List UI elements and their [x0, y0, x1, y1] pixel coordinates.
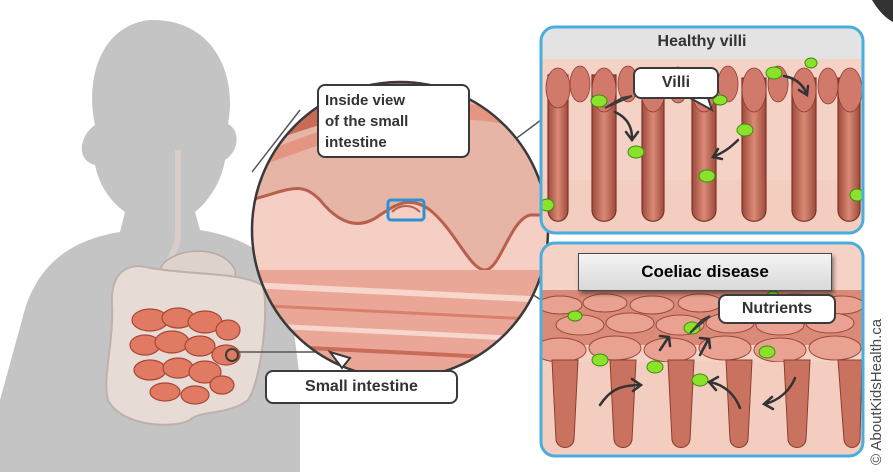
inside-view-callout: Inside view of the small intestine [317, 84, 470, 158]
nutrients-label: Nutrients [742, 300, 812, 318]
inside-view-line-3: intestine [325, 132, 462, 153]
inside-view-line-1: Inside view [325, 90, 462, 111]
healthy-villi-panel [540, 27, 864, 233]
inside-view-line-2: of the small [325, 111, 462, 132]
healthy-villi-title: Healthy villi [541, 33, 863, 51]
coeliac-disease-label: Coeliac disease [641, 262, 769, 282]
small-intestine-callout: Small intestine [265, 370, 458, 404]
villi-callout: Villi [633, 67, 719, 99]
nutrients-callout: Nutrients [718, 294, 836, 324]
small-intestine-label: Small intestine [305, 378, 418, 396]
copyright-text: © AboutKidsHealth.ca [868, 319, 885, 465]
villi-label: Villi [662, 74, 690, 92]
corner-icon [872, 0, 893, 22]
coeliac-disease-banner: Coeliac disease [578, 253, 832, 291]
